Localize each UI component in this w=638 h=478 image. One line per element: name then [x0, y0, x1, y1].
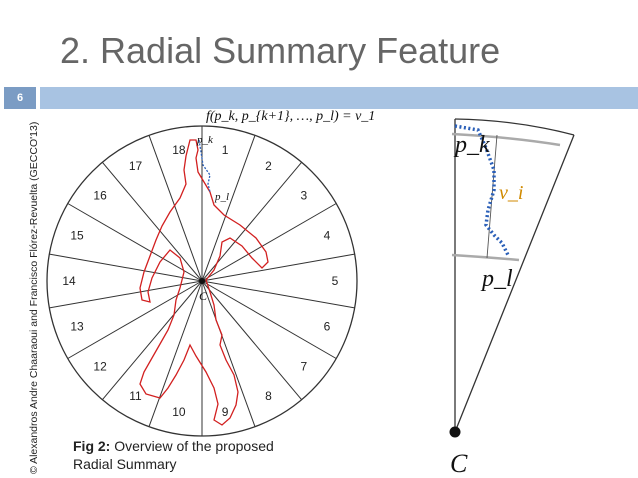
sector-label: 13 — [70, 320, 84, 334]
sector-label: 2 — [265, 159, 272, 173]
detail-pk: p_k — [453, 132, 490, 158]
contour-segment — [198, 139, 211, 193]
sector-label: 8 — [265, 389, 272, 403]
sector-spoke — [201, 280, 302, 401]
sector-spokes — [49, 126, 355, 436]
pl-marker: p_l — [214, 191, 229, 203]
sector-label: 12 — [93, 360, 107, 374]
sector-spoke — [201, 135, 256, 282]
sector-spoke — [201, 280, 256, 427]
sector-label: 9 — [222, 405, 229, 419]
sector-spoke — [102, 161, 203, 282]
center-marker: C — [199, 289, 208, 303]
sector-label: 6 — [324, 320, 331, 334]
sector-label: 10 — [172, 405, 186, 419]
sector-label: 14 — [62, 274, 76, 288]
sector-spoke — [148, 135, 203, 282]
sector-label: 4 — [324, 229, 331, 243]
sector-label: 7 — [301, 360, 308, 374]
detail-contour — [454, 124, 510, 256]
sector-label: 16 — [93, 189, 107, 203]
slide-title: 2. Radial Summary Feature — [60, 30, 501, 71]
pk-marker: p_k — [196, 134, 214, 146]
radial-formula: f(p_k, p_{k+1}, …, p_l) = v_1 — [206, 109, 375, 124]
silhouette-contour — [139, 139, 269, 426]
sector-label: 5 — [332, 274, 339, 288]
sector-label: 18 — [172, 143, 186, 157]
sector-spoke — [201, 280, 337, 359]
sector-label: 11 — [129, 389, 142, 403]
sector-label: 1 — [222, 143, 229, 157]
detail-vi: v_i — [499, 182, 523, 204]
center-point — [199, 278, 205, 284]
sector-spoke — [102, 280, 203, 401]
sector-spoke — [201, 203, 337, 282]
sector-label: 15 — [70, 229, 84, 243]
detail-wedge — [449, 118, 575, 438]
sector-spoke — [49, 280, 203, 309]
detail-c: C — [450, 449, 468, 478]
sector-spoke — [67, 203, 203, 282]
caption-bold: Fig 2: — [73, 438, 111, 454]
detail-pl: p_l — [480, 266, 513, 292]
slide-number: 6 — [4, 87, 36, 109]
detail-center-point — [449, 426, 461, 438]
sector-spoke — [67, 280, 203, 359]
figure-caption: Fig 2: Overview of the proposed Radial S… — [73, 437, 283, 473]
sector-spoke — [201, 280, 355, 309]
sector-spoke — [201, 253, 355, 282]
sector-label: 3 — [301, 189, 308, 203]
sector-label: 17 — [129, 159, 143, 173]
sector-spoke — [49, 253, 203, 282]
sector-spoke — [148, 280, 203, 427]
header-bar — [40, 87, 638, 109]
sector-spoke — [201, 161, 302, 282]
caption-text: Overview of the proposed Radial Summary — [73, 438, 274, 472]
